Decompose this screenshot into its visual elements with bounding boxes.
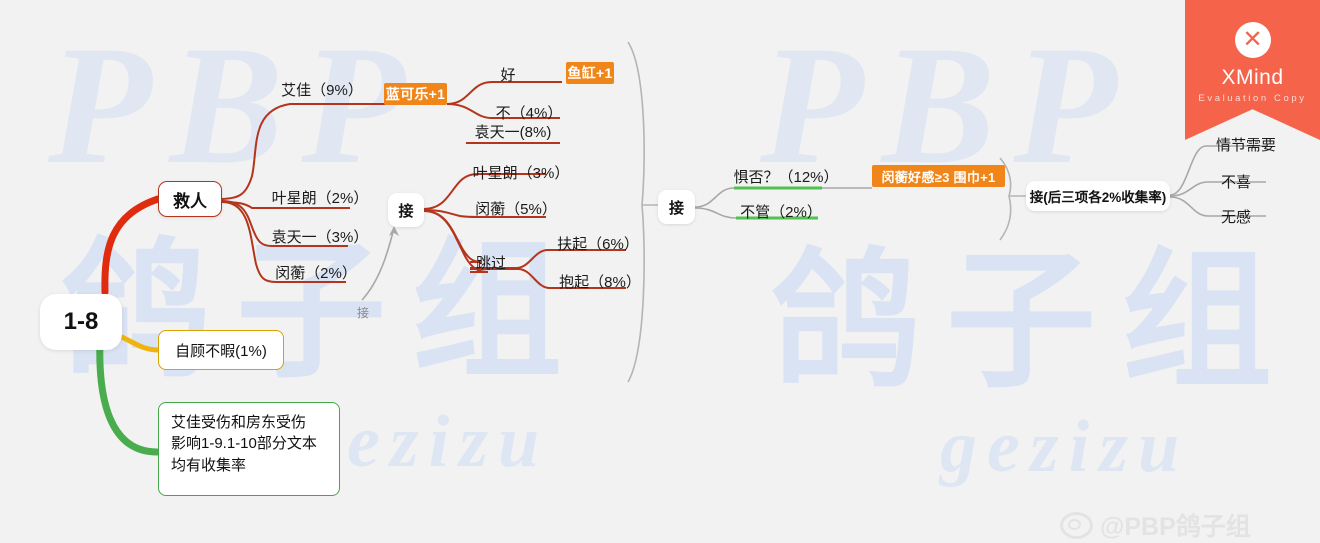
background-watermark-cn: 鸽子组 — [60, 225, 589, 399]
arrow-label-accept: 接 — [356, 305, 369, 320]
background-watermark-latin-right: gezizu — [940, 406, 1190, 488]
node-accept-1[interactable]: 接 — [388, 193, 424, 227]
node-fear-12[interactable]: 惧否？（12%） — [733, 168, 839, 186]
xmind-evaluation-ribbon: ✕ XMind Evaluation Copy — [1185, 0, 1320, 140]
node-aijia[interactable]: 艾佳（9%） — [281, 81, 363, 99]
background-watermark-pbp-left: PBP — [48, 11, 424, 199]
weibo-handle: @PBP鸽子组 — [1100, 513, 1251, 541]
node-minheng-5[interactable]: 闵蘅（5%） — [475, 200, 557, 218]
xmind-logo-glyph: ✕ — [1242, 26, 1263, 53]
node-hold-up-8[interactable]: 抱起（8%） — [559, 273, 641, 291]
root-node[interactable]: 1-8 — [40, 294, 122, 350]
xmind-evaluation-label: Evaluation Copy — [1198, 93, 1307, 104]
node-accept-2[interactable]: 接 — [658, 190, 695, 224]
node-plot-need[interactable]: 情节需要 — [1215, 136, 1276, 154]
node-dislike[interactable]: 不喜 — [1220, 173, 1251, 191]
node-yuantianyi-3[interactable]: 袁天一（3%） — [271, 228, 369, 246]
node-indifferent[interactable]: 无感 — [1220, 208, 1251, 226]
node-skip[interactable]: 跳过 — [475, 254, 506, 272]
xmind-logo-icon: ✕ — [1234, 22, 1271, 58]
node-no-4[interactable]: 不（4%） — [495, 104, 563, 122]
node-minheng-2[interactable]: 闵蘅（2%） — [275, 264, 357, 282]
xmind-brand-label: XMind — [1221, 66, 1284, 89]
node-self-care[interactable]: 自顾不暇(1%) — [158, 330, 284, 370]
badge-blue-cola[interactable]: 蓝可乐+1 — [384, 83, 447, 105]
badge-scarf[interactable]: 闵蘅好感≥3 围巾+1 — [872, 165, 1005, 187]
badge-fish-tank[interactable]: 鱼缸+1 — [566, 62, 614, 84]
background-watermark-cn-right: 鸽子组 — [770, 235, 1299, 409]
node-note[interactable]: 艾佳受伤和房东受伤 影响1-9.1-10部分文本 均有收集率 — [158, 402, 340, 496]
node-ignore-2[interactable]: 不管（2%） — [740, 203, 822, 221]
weibo-watermark: @PBP鸽子组 — [1060, 507, 1251, 543]
node-yuantianyi-8[interactable]: 袁天一(8%) — [474, 123, 552, 141]
node-good[interactable]: 好 — [500, 66, 516, 84]
node-yexinglang-3[interactable]: 叶星朗（3%） — [472, 164, 570, 182]
node-help-up-6[interactable]: 扶起（6%） — [557, 235, 639, 253]
node-rescue[interactable]: 救人 — [158, 181, 222, 217]
weibo-icon — [1060, 511, 1093, 539]
node-accept-3[interactable]: 接(后三项各2%收集率) — [1026, 181, 1170, 211]
node-yexinglang-2[interactable]: 叶星朗（2%） — [271, 189, 369, 207]
